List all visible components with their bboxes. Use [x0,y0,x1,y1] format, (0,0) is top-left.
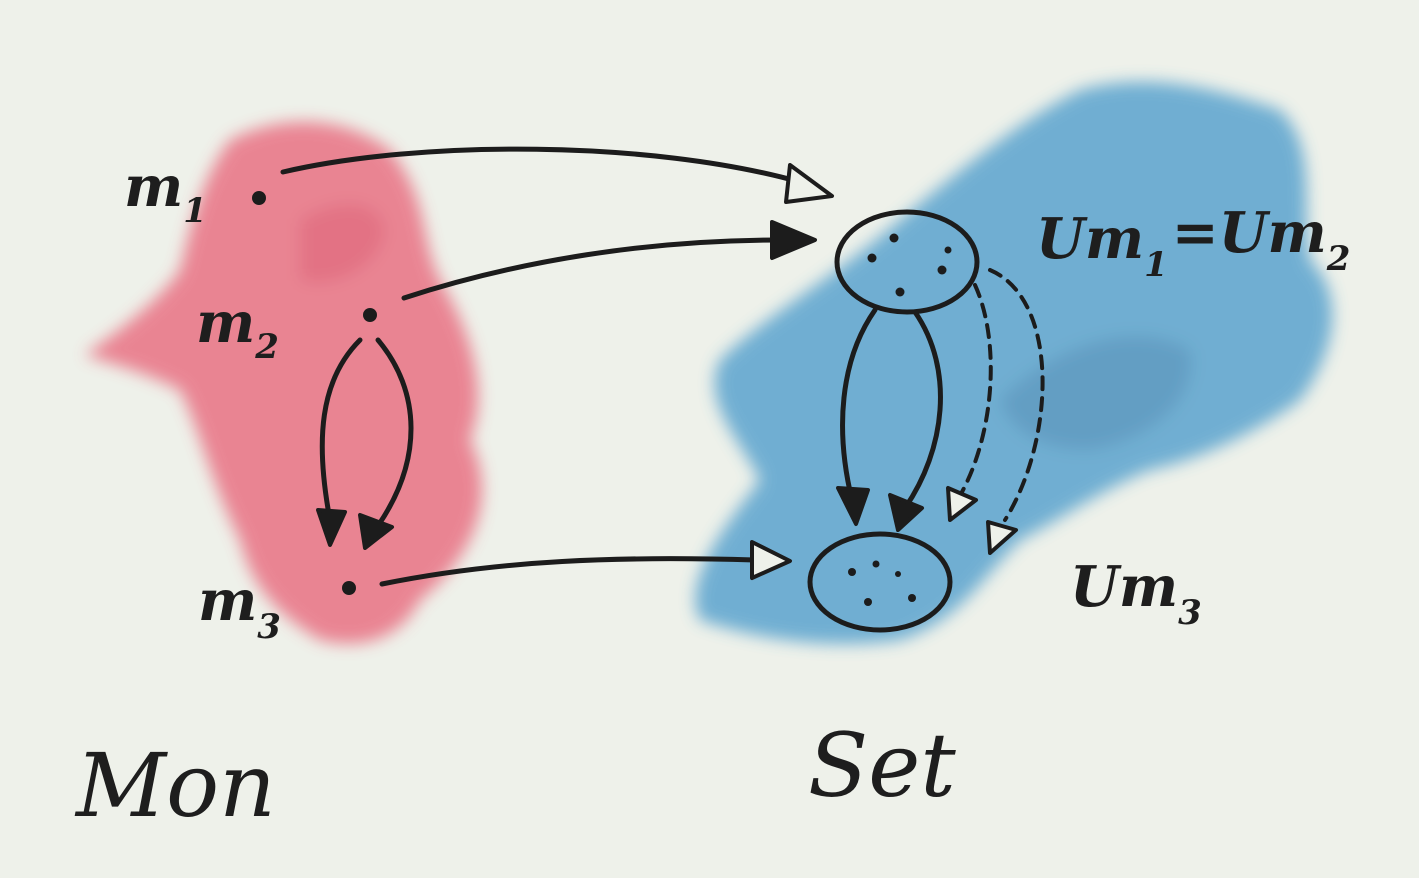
arrowhead-m2-m3-right [358,513,394,550]
set-functions [836,268,1045,555]
function-dashed-inner [960,283,993,494]
mon-objects [252,191,377,595]
arrowhead-function-left [836,486,870,526]
arrowhead-m3 [750,540,792,580]
arrowhead-dashed-inner [946,486,978,522]
m3-point [342,581,356,595]
label-m1: m1 [124,154,207,231]
label-um1-um2: Um1=Um2 [1036,200,1350,285]
arrowhead-m2 [770,220,817,260]
function-left [840,307,878,503]
arrowhead-m2-m3-left [316,508,347,547]
labels: m1 m2 m3 Um1=Um2 Um3 Mon Set [74,154,1350,837]
functor-arrows [280,146,834,587]
m2-point [363,308,377,322]
set-um1-um2 [834,209,980,315]
arrowhead-m1 [784,163,834,204]
function-right [902,309,943,511]
label-m2: m2 [196,290,279,367]
label-m3: m3 [198,568,281,647]
mon-watercolor-wash [85,121,482,644]
category-label-set: Set [808,714,956,817]
functor-arrow-m3 [379,556,758,587]
m1-point [252,191,266,205]
morphism-m2-m3-left [319,337,363,523]
morphism-m2-m3-right [372,337,414,533]
functor-arrow-m1 [280,146,803,185]
set-objects [807,209,980,633]
set-um3 [807,531,953,633]
arrowhead-dashed-outer [986,520,1018,555]
function-dashed-outer [988,268,1045,522]
arrowhead-function-right [888,493,924,532]
category-label-mon: Mon [74,734,276,837]
mon-morphisms [316,337,414,550]
functor-arrow-m2 [401,237,783,301]
label-um3: Um3 [1070,554,1202,633]
